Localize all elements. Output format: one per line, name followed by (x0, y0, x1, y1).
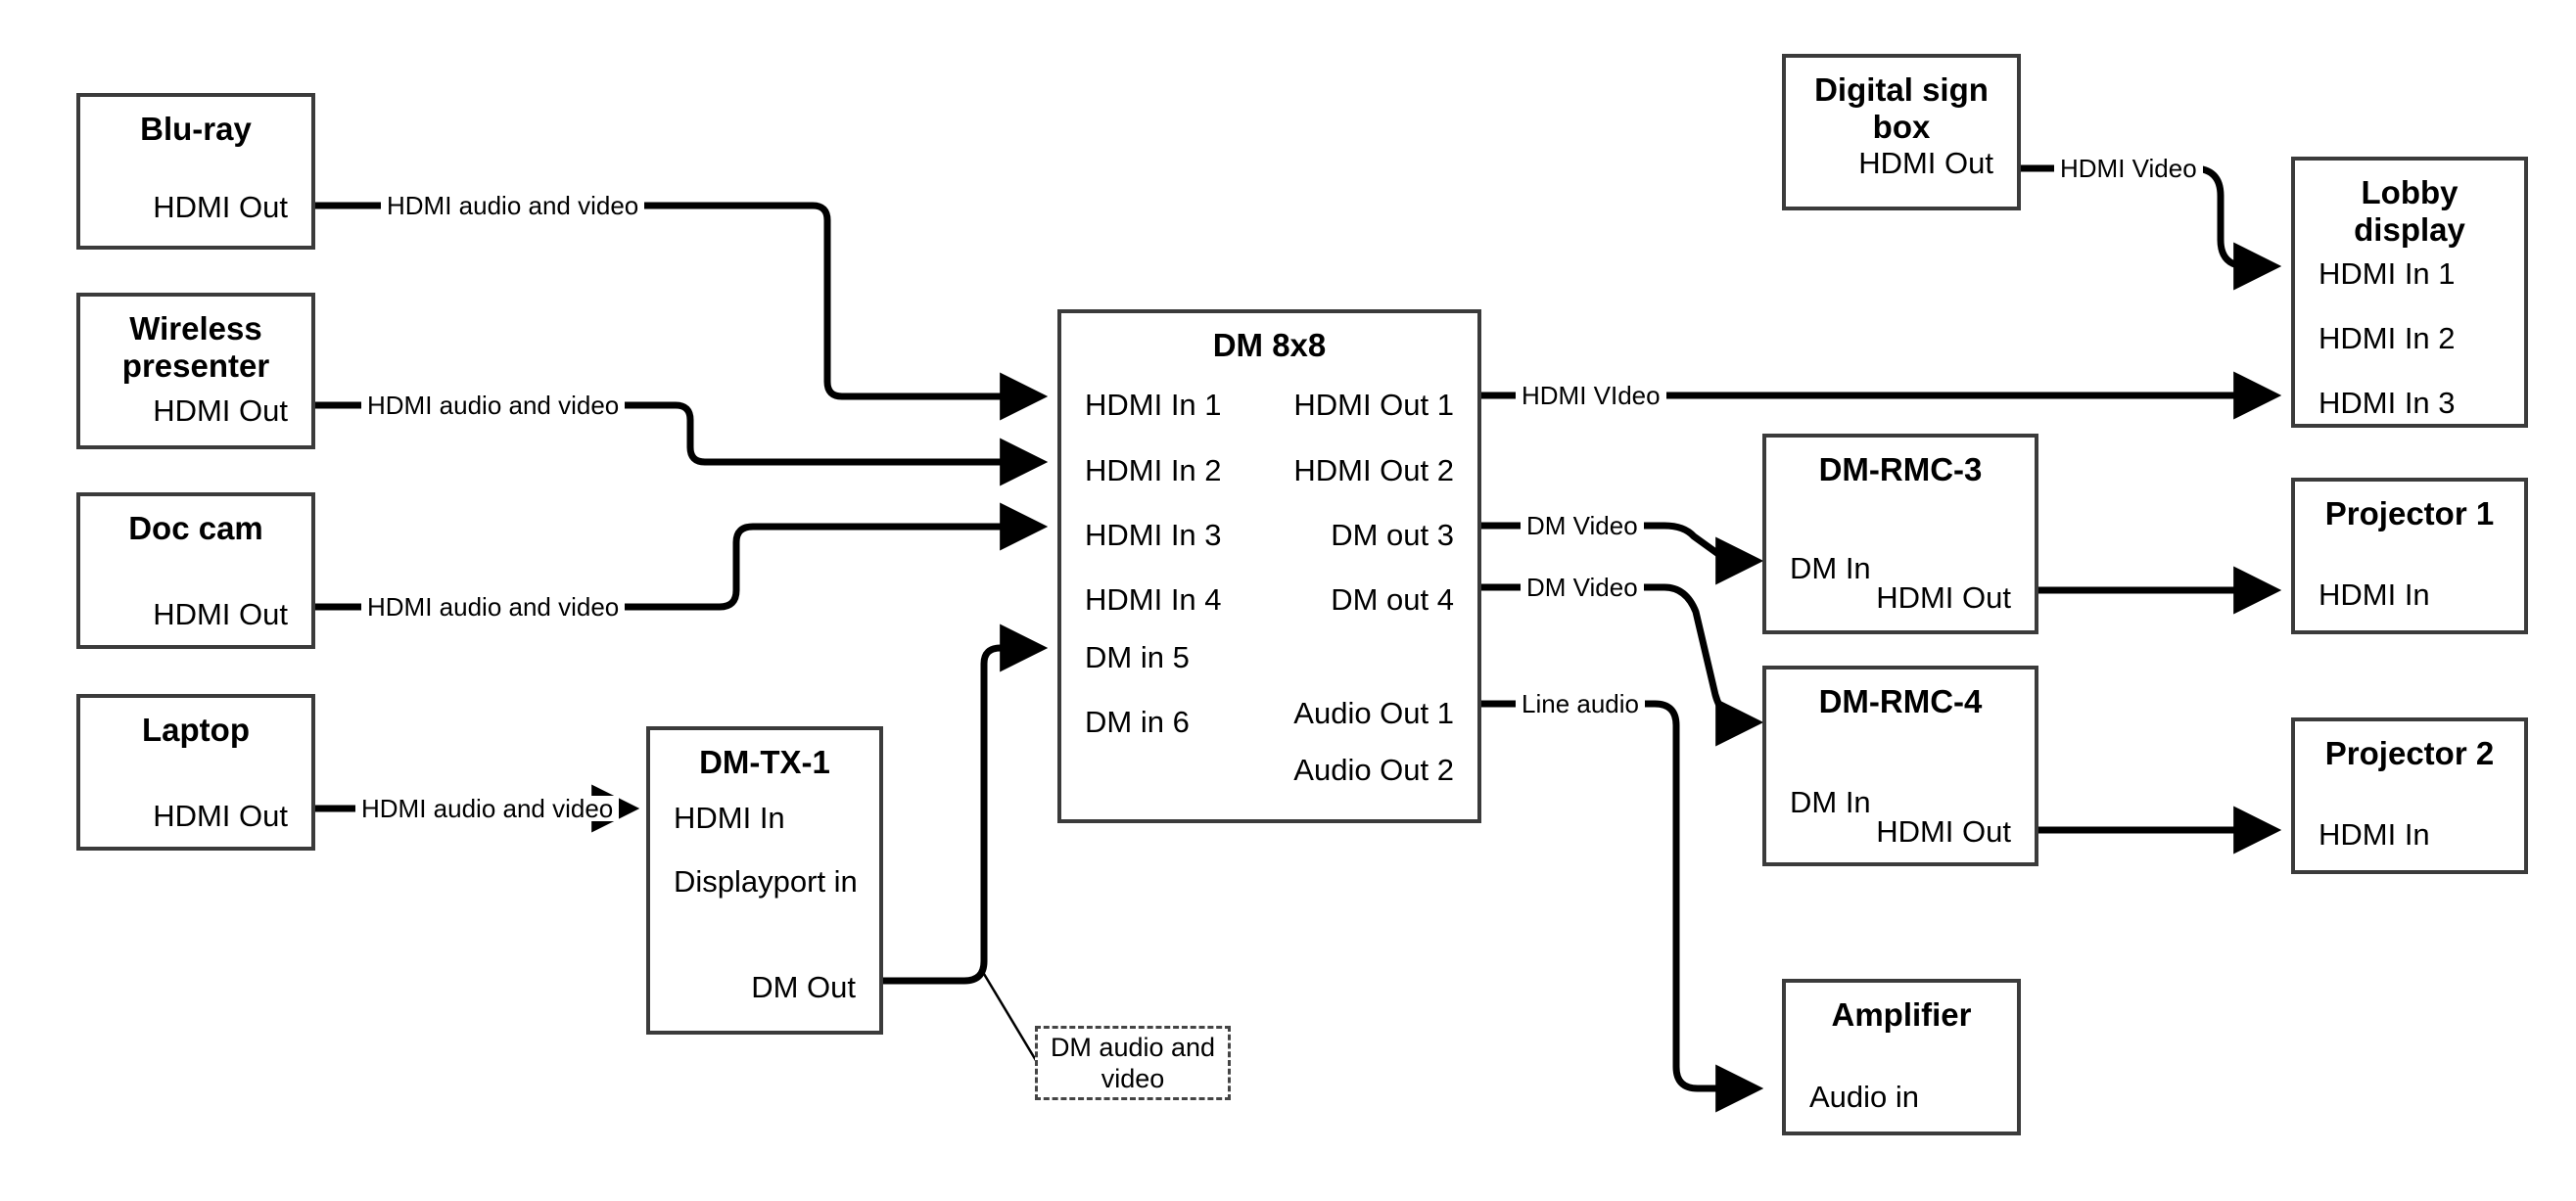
node-blu-ray[interactable]: Blu-ray HDMI Out (76, 93, 315, 250)
wire-label-wireless-to-hdmi-in-2: HDMI audio and video (361, 393, 626, 418)
node-laptop-title: Laptop (142, 712, 250, 748)
port-lobby-display-hdmi-in-3: HDMI In 3 (2318, 386, 2456, 420)
wire-label-digital-sign-to-lobby: HDMI Video (2054, 156, 2203, 181)
node-dm-tx-1[interactable]: DM-TX-1 HDMI In Displayport in DM Out (646, 726, 883, 1035)
port-dm-8x8-hdmi-in-3: HDMI In 3 (1085, 518, 1222, 552)
node-lobby-display-title: Lobby display (2354, 174, 2465, 248)
wire-dmtx1-to-dm-in-5 (883, 624, 1049, 985)
node-doc-cam-title: Doc cam (128, 510, 263, 546)
port-lobby-display-hdmi-in-1: HDMI In 1 (2318, 256, 2456, 291)
node-dm-rmc-3[interactable]: DM-RMC-3 DM In HDMI Out (1762, 434, 2038, 634)
wire-label-laptop-to-dmtx1: HDMI audio and video (355, 796, 620, 821)
port-dm-rmc-3-dm-in: DM In (1790, 551, 1871, 585)
port-dm-tx-1-displayport-in: Displayport in (674, 864, 858, 899)
wire-digital-sign-to-lobby-hdmi-in-1 (2021, 164, 2282, 291)
node-amplifier[interactable]: Amplifier Audio in (1782, 979, 2021, 1135)
node-projector-2[interactable]: Projector 2 HDMI In (2291, 717, 2528, 874)
note-dm-audio-and-video: DM audio and video (1035, 1026, 1231, 1100)
port-projector-2-hdmi-in: HDMI In (2318, 817, 2430, 852)
node-lobby-display[interactable]: Lobby display HDMI In 1 HDMI In 2 HDMI I… (2291, 157, 2528, 428)
port-dm-8x8-dm-out-4: DM out 4 (1331, 582, 1454, 617)
port-dm-8x8-audio-out-1: Audio Out 1 (1293, 696, 1454, 730)
port-doc-cam-hdmi-out: HDMI Out (153, 597, 288, 631)
node-dm-tx-1-title: DM-TX-1 (699, 744, 830, 780)
port-amplifier-audio-in: Audio in (1809, 1080, 1920, 1114)
node-blu-ray-title: Blu-ray (140, 111, 252, 147)
port-laptop-hdmi-out: HDMI Out (153, 799, 288, 833)
wire-label-dm-out-3-to-dmrmc3: DM Video (1521, 513, 1644, 538)
port-dm-8x8-dm-out-3: DM out 3 (1331, 518, 1454, 552)
node-wireless-presenter[interactable]: Wireless presenter HDMI Out (76, 293, 315, 449)
port-dm-8x8-hdmi-out-2: HDMI Out 2 (1293, 453, 1454, 487)
port-projector-1-hdmi-in: HDMI In (2318, 577, 2430, 612)
port-dm-tx-1-hdmi-in: HDMI In (674, 801, 785, 835)
port-dm-8x8-hdmi-in-2: HDMI In 2 (1085, 453, 1222, 487)
port-dm-8x8-hdmi-in-4: HDMI In 4 (1085, 582, 1222, 617)
wire-label-doccam-to-hdmi-in-3: HDMI audio and video (361, 594, 626, 620)
node-wireless-presenter-title: Wireless presenter (121, 310, 270, 384)
node-projector-1[interactable]: Projector 1 HDMI In (2291, 478, 2528, 634)
port-dm-8x8-audio-out-2: Audio Out 2 (1293, 753, 1454, 787)
leader-line-dm-audio-video-note (979, 968, 1045, 1073)
node-dm-8x8-title: DM 8x8 (1212, 327, 1327, 363)
wire-label-hdmi-out-1-to-lobby: HDMI VIdeo (1516, 383, 1666, 408)
port-dm-8x8-dm-in-6: DM in 6 (1085, 705, 1190, 739)
port-dm-rmc-4-dm-in: DM In (1790, 785, 1871, 819)
node-projector-2-title: Projector 2 (2324, 735, 2495, 771)
port-wireless-presenter-hdmi-out: HDMI Out (153, 393, 288, 428)
wire-bluray-to-hdmi-in-1 (315, 202, 1049, 421)
node-dm-rmc-3-title: DM-RMC-3 (1818, 451, 1983, 487)
wire-audio-out-1-to-amplifier (1481, 700, 1764, 1113)
node-dm-8x8[interactable]: DM 8x8 HDMI In 1 HDMI In 2 HDMI In 3 HDM… (1057, 309, 1481, 823)
port-dm-8x8-hdmi-out-1: HDMI Out 1 (1293, 388, 1454, 422)
wire-label-bluray-to-hdmi-in-1: HDMI audio and video (381, 193, 645, 218)
node-digital-sign-box[interactable]: Digital sign box HDMI Out (1782, 54, 2021, 210)
node-doc-cam[interactable]: Doc cam HDMI Out (76, 492, 315, 649)
node-projector-1-title: Projector 1 (2324, 495, 2495, 531)
node-dm-rmc-4[interactable]: DM-RMC-4 DM In HDMI Out (1762, 666, 2038, 866)
node-laptop[interactable]: Laptop HDMI Out (76, 694, 315, 851)
wire-label-dm-out-4-to-dmrmc4: DM Video (1521, 575, 1644, 600)
port-digital-sign-box-hdmi-out: HDMI Out (1858, 146, 1993, 180)
port-dm-8x8-dm-in-5: DM in 5 (1085, 640, 1190, 674)
port-dm-rmc-3-hdmi-out: HDMI Out (1876, 580, 2011, 615)
port-dm-tx-1-dm-out: DM Out (751, 970, 856, 1004)
node-amplifier-title: Amplifier (1831, 996, 1972, 1033)
port-dm-8x8-hdmi-in-1: HDMI In 1 (1085, 388, 1222, 422)
node-digital-sign-box-title: Digital sign box (1814, 71, 1989, 145)
port-dm-rmc-4-hdmi-out: HDMI Out (1876, 814, 2011, 849)
wire-label-audio-out-1-to-amplifier: Line audio (1516, 691, 1645, 716)
node-dm-rmc-4-title: DM-RMC-4 (1818, 683, 1983, 719)
port-blu-ray-hdmi-out: HDMI Out (153, 190, 288, 224)
port-lobby-display-hdmi-in-2: HDMI In 2 (2318, 321, 2456, 355)
